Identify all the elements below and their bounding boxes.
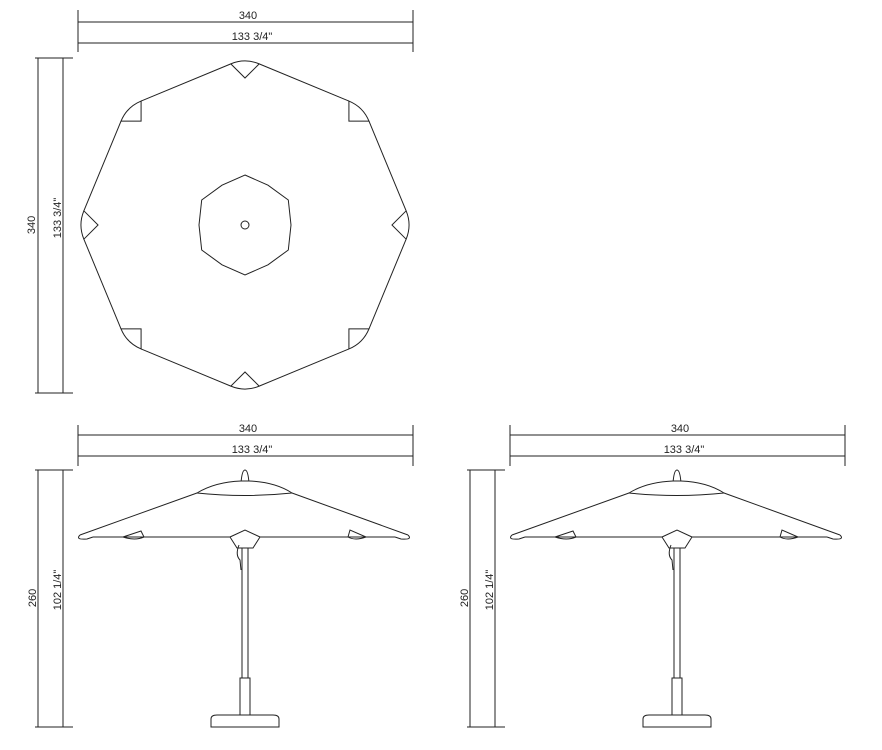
canopy-vent-outline — [198, 174, 292, 276]
rib-tip-pocket — [120, 100, 142, 122]
canopy-octagon-outline — [80, 60, 410, 390]
right-height-dimension: 260 102 1/4" — [459, 469, 505, 728]
left-height-in-label: 102 1/4" — [52, 570, 64, 611]
right-width-in-label: 133 3/4" — [664, 444, 705, 456]
canopy-edge — [258, 63, 350, 102]
canopy-edge — [368, 120, 407, 212]
top-depth-dimension: 340 133 3/4" — [26, 57, 73, 394]
left-width-dimension: 340 133 3/4" — [77, 423, 414, 466]
rib-tip-pocket — [348, 100, 370, 122]
top-width-dimension: 340 133 3/4" — [77, 10, 414, 52]
right-height-in-label: 102 1/4" — [484, 570, 496, 611]
crank-handle — [236, 544, 242, 571]
rib-tip-pocket — [229, 371, 261, 390]
base — [642, 714, 712, 728]
left-width-mm-label: 340 — [239, 423, 257, 435]
side-view-right: 340 133 3/4" 260 102 1/4" — [459, 423, 846, 728]
pole-sleeve — [671, 677, 683, 716]
hub — [229, 529, 261, 549]
rib-tip-pocket — [229, 60, 261, 79]
left-height-dimension: 260 102 1/4" — [27, 469, 73, 728]
rib-tip — [78, 534, 410, 540]
rib-pocket — [122, 529, 368, 540]
canopy-edge — [140, 348, 232, 387]
canopy-edge — [83, 238, 122, 330]
base — [210, 714, 280, 728]
right-height-mm-label: 260 — [459, 589, 471, 607]
top-width-mm-label: 340 — [239, 10, 257, 22]
pole-sleeve — [239, 677, 251, 716]
canopy-edge — [368, 238, 407, 330]
umbrella-side-profile — [510, 469, 842, 728]
hub — [661, 529, 693, 549]
canopy-slope — [511, 492, 841, 536]
top-depth-mm-label: 340 — [26, 216, 38, 234]
canopy-slope — [79, 492, 409, 536]
top-width-in-label: 133 3/4" — [232, 31, 273, 43]
right-width-dimension: 340 133 3/4" — [509, 423, 846, 466]
left-width-in-label: 133 3/4" — [232, 444, 273, 456]
canopy-edge — [140, 63, 232, 102]
rib-tip-pocket — [80, 209, 99, 241]
canopy-edge — [83, 120, 122, 212]
right-width-mm-label: 340 — [671, 423, 689, 435]
left-height-mm-label: 260 — [27, 589, 39, 607]
rib-tip-pocket — [120, 328, 142, 350]
rib-tip-pocket — [348, 328, 370, 350]
canopy-vent — [195, 480, 294, 496]
canopy-edge — [258, 348, 350, 387]
canopy-vent — [627, 480, 726, 496]
rib-tip — [510, 534, 842, 540]
crank-handle — [668, 544, 674, 571]
umbrella-side-profile — [78, 469, 410, 728]
rib-pocket — [554, 529, 800, 540]
rib-tip-pocket — [391, 209, 410, 241]
finial — [240, 469, 250, 484]
side-view-left: 340 133 3/4" 260 102 1/4" — [27, 423, 414, 728]
top-view: 340 133 3/4" 340 133 3/4" — [26, 10, 414, 394]
finial — [672, 469, 682, 484]
top-depth-in-label: 133 3/4" — [52, 198, 64, 239]
pole-center-mark — [240, 220, 250, 230]
